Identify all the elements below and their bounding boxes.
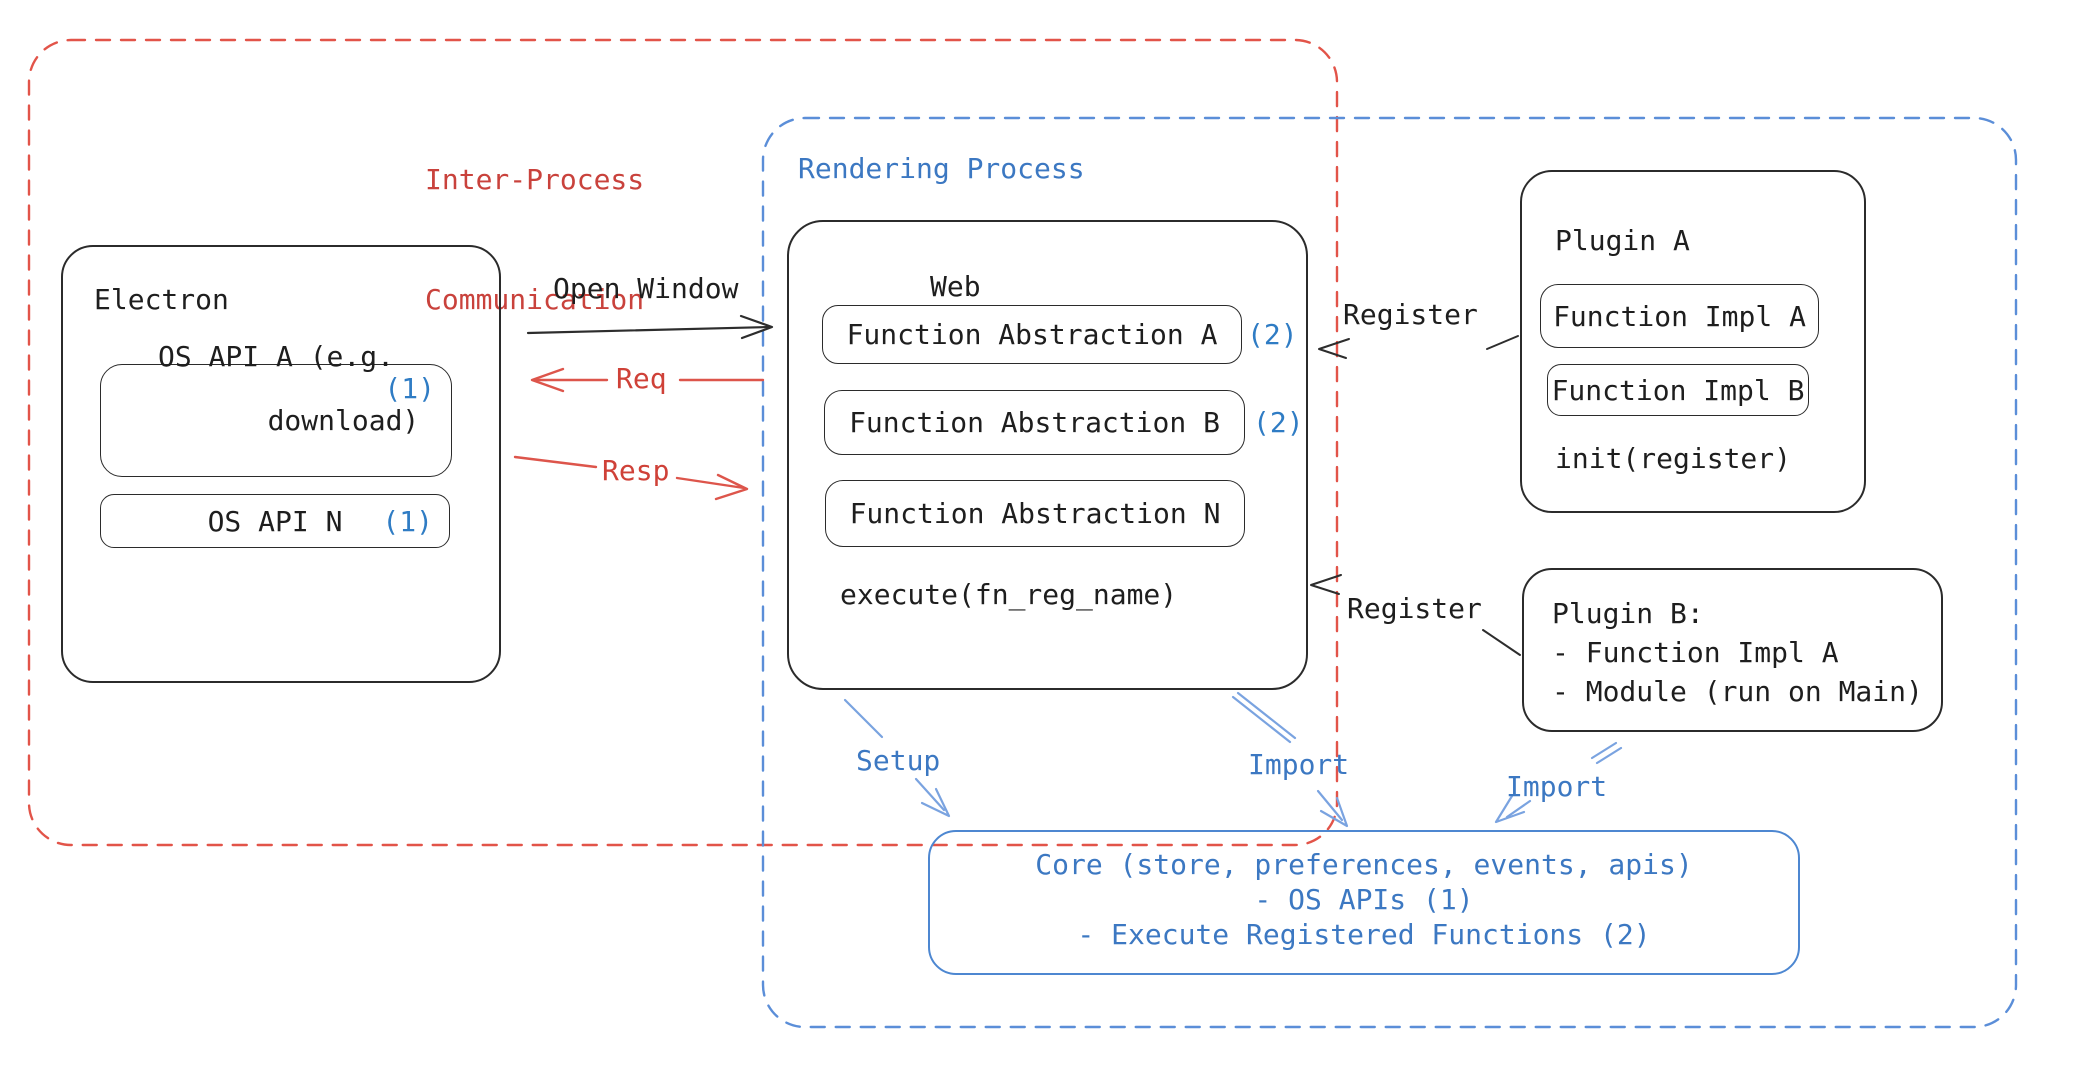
web-box: Web Function Abstraction A (2) Function …	[787, 220, 1308, 690]
os-api-n-box: OS API N (1)	[100, 494, 450, 548]
open-window-label: Open Window	[553, 272, 739, 305]
rendering-region-label: Rendering Process	[798, 152, 1085, 185]
core-line2: - OS APIs (1)	[1254, 883, 1474, 916]
os-api-a-label-line1: OS API A (e.g.	[157, 339, 394, 373]
plugin-b-line1: - Function Impl A	[1552, 636, 1839, 669]
setup-label: Setup	[856, 744, 941, 777]
function-impl-a-box: Function Impl A	[1540, 284, 1819, 348]
function-abstraction-b-ref-badge: (2)	[1253, 406, 1304, 439]
core-line1: Core (store, preferences, events, apis)	[1035, 848, 1693, 881]
ipc-region-label-line1: Inter-Process	[425, 163, 645, 196]
core-box: Core (store, preferences, events, apis) …	[928, 830, 1800, 975]
execute-label: execute(fn_reg_name)	[840, 578, 1178, 611]
resp-label: Resp	[602, 454, 670, 487]
os-api-n-ref-badge: (1)	[382, 504, 433, 538]
register-top-arrow	[1318, 335, 1519, 359]
plugin-b-line2: - Module (run on Main)	[1552, 675, 1923, 708]
function-impl-b-box: Function Impl B	[1547, 364, 1809, 416]
core-line3: - Execute Registered Functions (2)	[1077, 918, 1651, 951]
os-api-a-box: OS API A (e.g. download) (1)	[100, 340, 452, 477]
os-api-n-label: OS API N	[207, 504, 343, 538]
os-api-a-ref-badge: (1)	[384, 371, 435, 405]
function-abstraction-n-box: Function Abstraction N	[825, 480, 1245, 547]
ipc-region-label-line2: Communication	[425, 283, 645, 316]
plugin-a-init-label: init(register)	[1555, 442, 1792, 475]
os-api-a-label-line2-text: download)	[267, 403, 420, 437]
function-abstraction-b-box: Function Abstraction B	[824, 390, 1245, 455]
plugin-b-box: Plugin B: - Function Impl A - Module (ru…	[1522, 568, 1943, 732]
plugin-a-title: Plugin A	[1555, 224, 1690, 257]
function-abstraction-a-ref-badge: (2)	[1247, 318, 1298, 351]
plugin-b-title: Plugin B:	[1552, 597, 1704, 630]
function-abstraction-a-box: Function Abstraction A	[822, 305, 1242, 364]
import-web-label: Import	[1248, 748, 1350, 781]
plugin-a-box: Plugin A Function Impl A Function Impl B…	[1520, 170, 1866, 513]
ipc-region-label: Inter-Process Communication	[425, 80, 644, 400]
register-bottom-label: Register	[1347, 592, 1482, 625]
req-label: Req	[616, 362, 667, 395]
register-top-label: Register	[1343, 298, 1478, 331]
electron-title: Electron	[94, 283, 229, 316]
web-title: Web	[930, 270, 981, 303]
import-plugin-label: Import	[1506, 770, 1608, 803]
os-api-a-label-line2: download) (1)	[101, 371, 451, 501]
electron-box: Electron OS API A (e.g. download) (1) OS…	[61, 245, 501, 683]
